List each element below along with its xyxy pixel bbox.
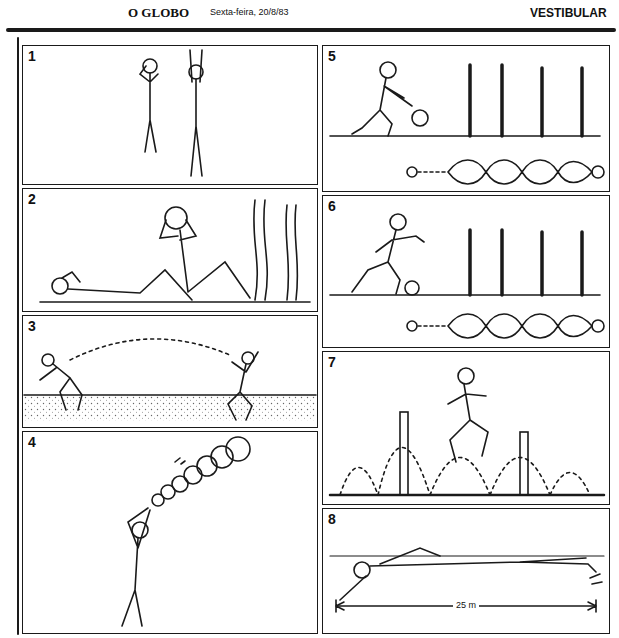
panel-number: 6 (328, 199, 336, 213)
exercise-panel: 7 (322, 351, 610, 505)
section-name: VESTIBULAR (530, 7, 607, 20)
panel-number: 5 (328, 49, 336, 63)
exercise-panel: 8 (322, 508, 610, 634)
dimension-label: 25 m (453, 601, 479, 611)
panel-number: 4 (28, 435, 36, 449)
exercise-panel: 1 (22, 45, 318, 185)
panel-number: 8 (328, 512, 336, 526)
panel-number: 1 (28, 49, 36, 63)
exercise-panel: 2 (22, 188, 318, 312)
date-line: Sexta-feira, 20/8/83 (210, 8, 289, 18)
exercise-panel: 3 (22, 315, 318, 428)
panel-number: 3 (28, 319, 36, 333)
panel-number: 2 (28, 192, 36, 206)
newspaper-name: O GLOBO (128, 6, 189, 20)
panel-number: 7 (328, 355, 336, 369)
exercise-panel: 6 (322, 195, 610, 348)
exercise-panel: 4 (22, 431, 318, 634)
exercise-panel: 5 (322, 45, 610, 192)
